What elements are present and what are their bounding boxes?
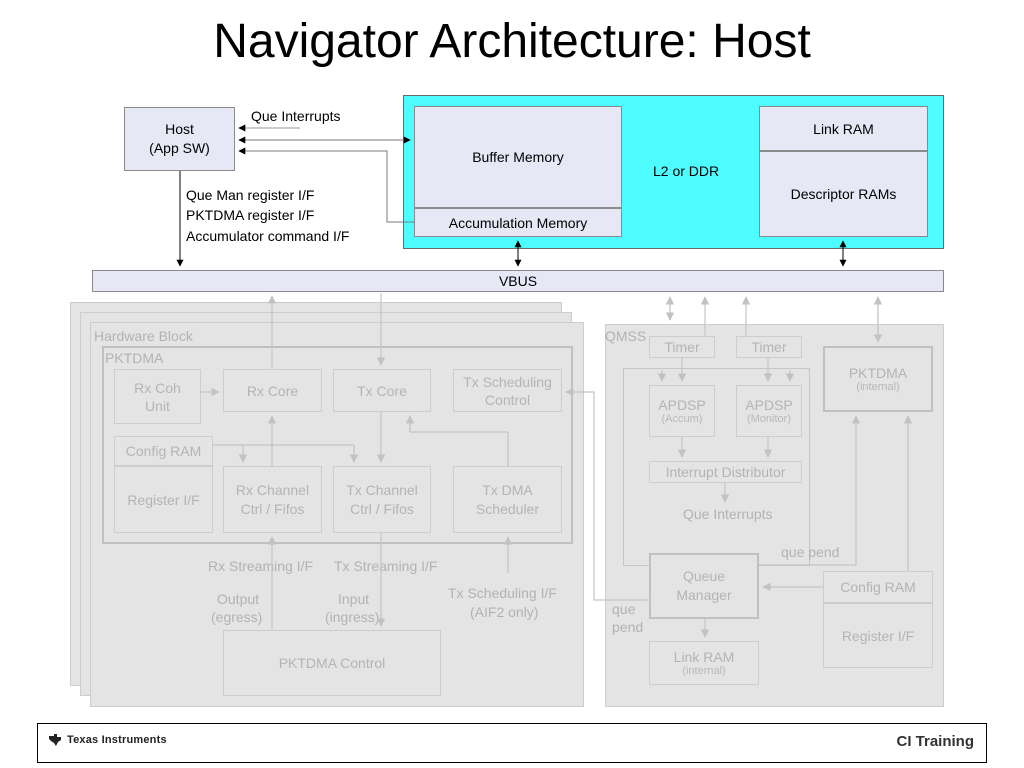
output-label: Output xyxy=(217,591,260,607)
apdsp-accum-sub: (Accum) xyxy=(661,413,703,425)
hardware-block-label: Hardware Block xyxy=(94,328,193,344)
tx-scheduling-control: Tx Scheduling Control xyxy=(453,369,562,412)
qmss-pktdma-sub: (internal) xyxy=(856,381,900,393)
descriptor-rams-label: Descriptor RAMs xyxy=(790,186,897,202)
apdsp-monitor: APDSP (Monitor) xyxy=(736,385,802,437)
host-if-pktdma: PKTDMA register I/F xyxy=(186,207,315,223)
rx-coh-unit: Rx Coh Unit xyxy=(114,369,201,424)
hw-register-if: Register I/F xyxy=(114,466,213,533)
rx-channel-label: Rx Channel Ctrl / Fifos xyxy=(235,481,310,517)
hw-register-if-label: Register I/F xyxy=(127,491,200,508)
pktdma-frame xyxy=(102,346,573,544)
rx-core-label: Rx Core xyxy=(246,382,299,399)
qmss-link-ram-sub: (internal) xyxy=(682,665,726,677)
timer-2: Timer xyxy=(736,336,802,358)
tx-core-label: Tx Core xyxy=(357,382,407,399)
input-label: Input xyxy=(338,591,370,607)
accumulation-memory: Accumulation Memory xyxy=(414,208,622,237)
rx-coh-label: Rx Coh Unit xyxy=(134,379,181,414)
que-pend-label-2a: que xyxy=(612,601,636,617)
ingress-label: (ingress) xyxy=(325,609,380,625)
que-pend-label-1: que pend xyxy=(781,544,840,560)
qmss-que-interrupts: Que Interrupts xyxy=(683,506,773,522)
apdsp-monitor-label: APDSP xyxy=(745,397,793,413)
buffer-memory: Buffer Memory xyxy=(414,106,622,208)
host-if-que-man: Que Man register I/F xyxy=(186,187,315,203)
tx-channel-label: Tx Channel Ctrl / Fifos xyxy=(346,481,418,517)
que-pend-label-2b: pend xyxy=(612,619,644,635)
qmss-register-if: Register I/F xyxy=(823,603,933,668)
host-if-accumulator: Accumulator command I/F xyxy=(186,228,350,244)
rx-streaming-if: Rx Streaming I/F xyxy=(208,558,314,574)
vbus-label: VBUS xyxy=(498,273,538,289)
host-box: Host (App SW) xyxy=(124,107,235,171)
pktdma-label: PKTDMA xyxy=(105,350,164,366)
rx-core: Rx Core xyxy=(223,369,322,412)
qmss-config-ram-label: Config RAM xyxy=(840,579,916,595)
link-ram: Link RAM xyxy=(759,106,928,151)
tx-streaming-if: Tx Streaming I/F xyxy=(334,558,438,574)
course-label: CI Training xyxy=(896,733,974,750)
l2-ddr-label: L2 or DDR xyxy=(653,163,720,179)
apdsp-accum: APDSP (Accum) xyxy=(649,385,715,437)
pktdma-control-label: PKTDMA Control xyxy=(278,655,386,671)
que-interrupts-label: Que Interrupts xyxy=(251,108,341,124)
qmss-config-ram: Config RAM xyxy=(823,571,933,603)
tx-dma-label: Tx DMA Scheduler xyxy=(475,481,540,517)
accumulation-memory-label: Accumulation Memory xyxy=(448,214,588,231)
ti-brand-text: Texas Instruments xyxy=(67,734,167,746)
page-title: Navigator Architecture: Host xyxy=(213,15,811,68)
queue-manager: Queue Manager xyxy=(649,553,759,619)
qmss-pktdma-label: PKTDMA xyxy=(848,365,908,381)
timer-2-label: Timer xyxy=(751,339,787,355)
apdsp-accum-label: APDSP xyxy=(658,397,706,413)
rx-channel-ctrl: Rx Channel Ctrl / Fifos xyxy=(223,466,322,533)
qmss-pktdma: PKTDMA (internal) xyxy=(823,346,933,412)
ti-logo: Texas Instruments xyxy=(48,734,167,746)
timer-1: Timer xyxy=(649,336,715,358)
qmss-register-if-label: Register I/F xyxy=(841,627,915,644)
link-ram-label: Link RAM xyxy=(813,120,874,137)
qmss-label: QMSS xyxy=(605,328,647,344)
hw-config-ram: Config RAM xyxy=(114,436,213,466)
tx-scheduling-control-label: Tx Scheduling Control xyxy=(463,373,552,408)
hw-config-ram-label: Config RAM xyxy=(125,443,202,459)
timer-1-label: Timer xyxy=(664,339,700,355)
aif2-only-label: (AIF2 only) xyxy=(470,604,539,620)
descriptor-rams: Descriptor RAMs xyxy=(759,151,928,237)
vbus: VBUS xyxy=(92,270,944,292)
tx-core: Tx Core xyxy=(333,369,431,412)
pktdma-control: PKTDMA Control xyxy=(223,630,441,696)
interrupt-distributor-label: Interrupt Distributor xyxy=(665,464,786,480)
qmss-link-ram-label: Link RAM xyxy=(673,649,735,665)
tx-channel-ctrl: Tx Channel Ctrl / Fifos xyxy=(333,466,431,533)
buffer-memory-label: Buffer Memory xyxy=(472,149,564,165)
tx-dma-scheduler: Tx DMA Scheduler xyxy=(453,466,562,533)
footer-bar: Texas Instruments CI Training xyxy=(37,723,987,763)
apdsp-monitor-sub: (Monitor) xyxy=(746,413,791,425)
interrupt-distributor: Interrupt Distributor xyxy=(649,461,802,483)
qmss-link-ram: Link RAM (internal) xyxy=(649,641,759,685)
tx-scheduling-if-label: Tx Scheduling I/F xyxy=(448,585,557,601)
egress-label: (egress) xyxy=(211,609,263,625)
host-label: Host xyxy=(165,121,194,137)
queue-manager-label: Queue Manager xyxy=(676,568,732,603)
ti-state-icon xyxy=(49,734,61,746)
host-sublabel: (App SW) xyxy=(149,140,210,156)
